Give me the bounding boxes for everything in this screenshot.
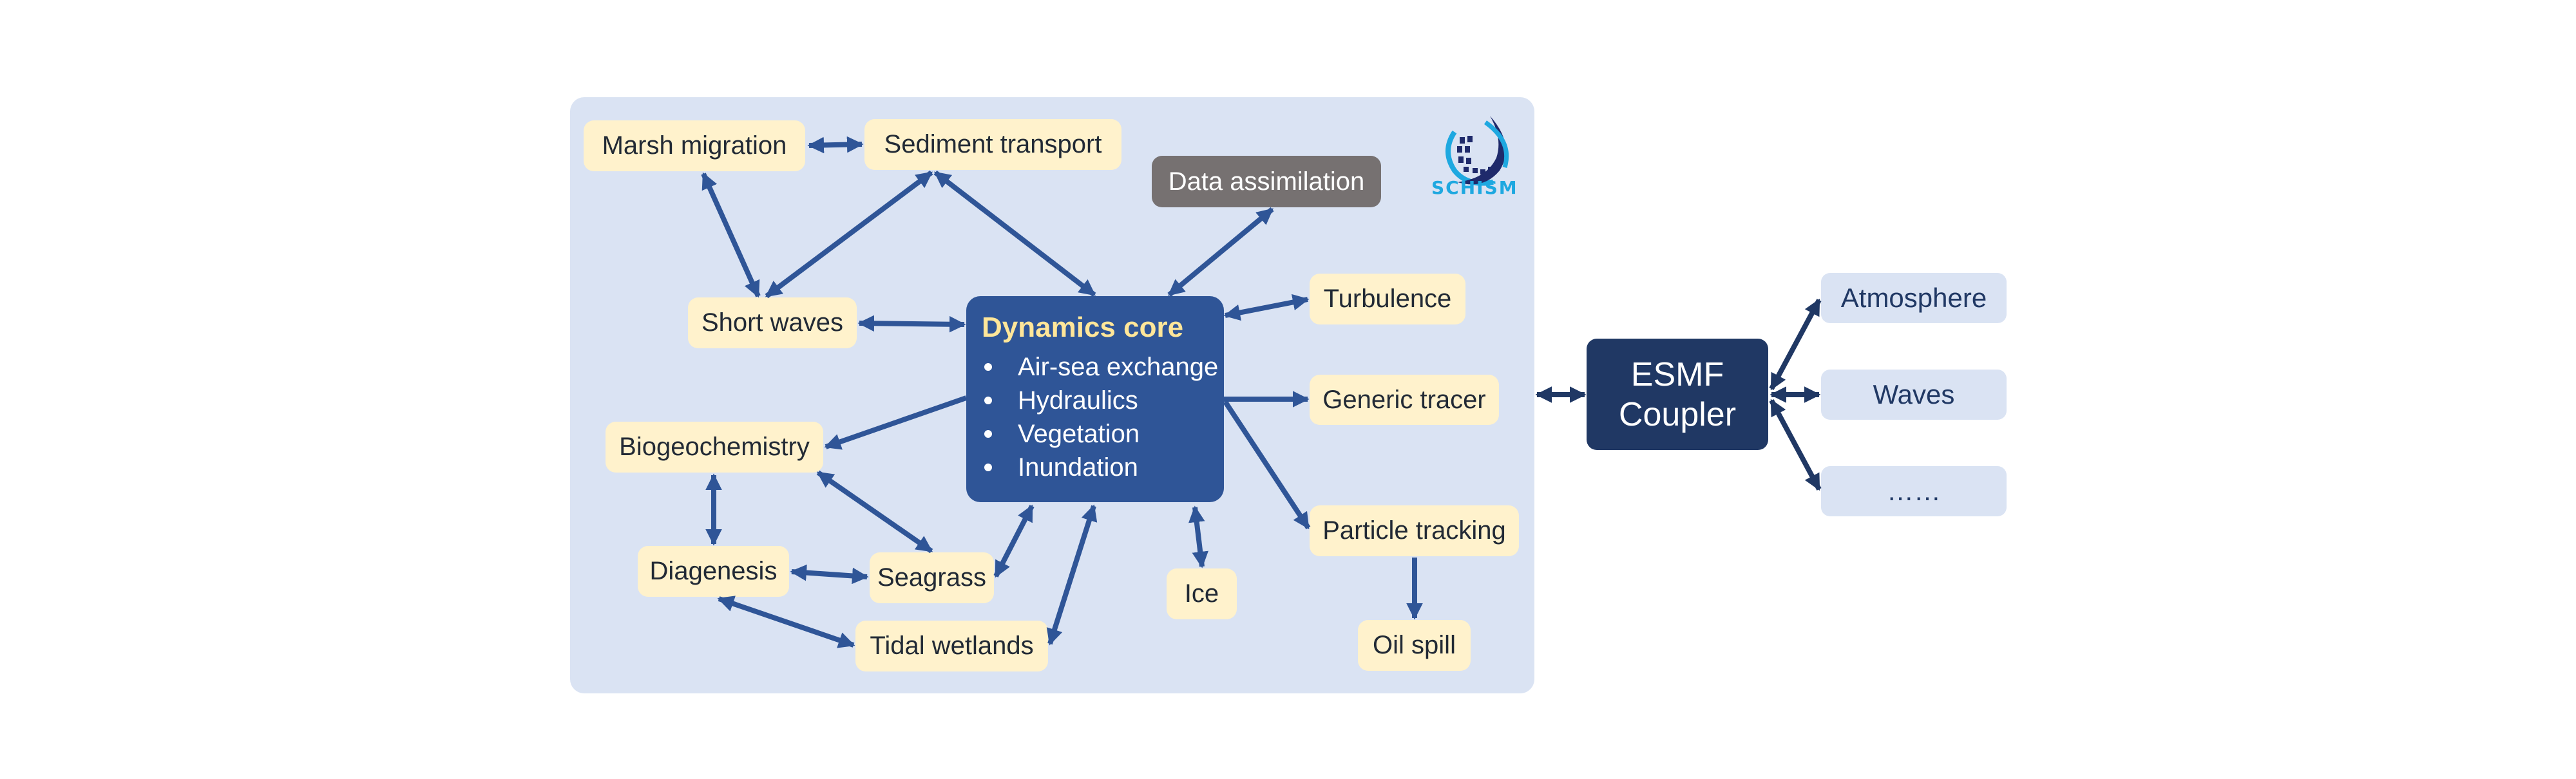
module-label: Diagenesis xyxy=(649,557,778,585)
external-label: …… xyxy=(1887,476,1941,506)
module-marsh-migration[interactable]: Marsh migration xyxy=(584,120,805,171)
arrow-seagrass-core xyxy=(993,504,1035,578)
external-more[interactable]: …… xyxy=(1821,466,2007,516)
esmf-coupler-line2: Coupler xyxy=(1618,395,1737,433)
module-biogeochemistry[interactable]: Biogeochemistry xyxy=(606,422,823,473)
core-item-label: Inundation xyxy=(1018,453,1138,482)
external-waves[interactable]: Waves xyxy=(1821,370,2007,420)
bullet-icon xyxy=(984,430,992,438)
arrow-esmf-atmosphere xyxy=(1769,298,1822,391)
arrow-core-biogeochemistry xyxy=(824,395,968,450)
esmf-coupler[interactable]: ESMF Coupler xyxy=(1587,339,1768,450)
module-label: Sediment transport xyxy=(884,130,1102,158)
esmf-coupler-line1: ESMF xyxy=(1630,355,1724,393)
bullet-icon xyxy=(984,363,992,371)
arrow-marsh-sediment xyxy=(807,136,864,154)
dynamics-core-list: Air-sea exchange Hydraulics Vegetation I… xyxy=(982,350,1224,484)
core-item: Vegetation xyxy=(982,417,1224,451)
module-label: Marsh migration xyxy=(602,131,787,160)
module-label: Turbulence xyxy=(1323,285,1452,313)
arrow-tidal-core xyxy=(1046,504,1098,646)
arrow-biogeo-seagrass xyxy=(816,470,933,554)
module-data-assimilation[interactable]: Data assimilation xyxy=(1152,156,1381,207)
arrow-diagenesis-seagrass xyxy=(790,564,869,585)
module-label: Data assimilation xyxy=(1168,167,1365,196)
arrow-esmf-more xyxy=(1769,399,1822,491)
module-label: Particle tracking xyxy=(1322,516,1506,545)
core-item: Inundation xyxy=(982,451,1224,484)
module-oil-spill[interactable]: Oil spill xyxy=(1358,620,1471,671)
arrow-marsh-shortwaves xyxy=(701,172,761,298)
arrow-diagenesis-tidal xyxy=(717,596,855,648)
module-short-waves[interactable]: Short waves xyxy=(688,297,857,348)
bullet-icon xyxy=(984,464,992,471)
bullet-icon xyxy=(984,397,992,404)
dynamics-core[interactable]: Dynamics core Air-sea exchange Hydraulic… xyxy=(966,296,1224,502)
module-tidal-wetlands[interactable]: Tidal wetlands xyxy=(855,621,1048,671)
module-label: Short waves xyxy=(701,308,844,337)
arrow-ice-core xyxy=(1188,505,1208,568)
core-item-label: Hydraulics xyxy=(1018,386,1138,415)
module-seagrass[interactable]: Seagrass xyxy=(870,552,994,603)
module-label: Seagrass xyxy=(877,563,986,592)
module-diagenesis[interactable]: Diagenesis xyxy=(638,546,789,597)
core-item-label: Vegetation xyxy=(1018,420,1140,448)
module-turbulence[interactable]: Turbulence xyxy=(1310,274,1465,324)
external-atmosphere[interactable]: Atmosphere xyxy=(1821,273,2007,323)
module-label: Generic tracer xyxy=(1322,385,1486,414)
schism-logo-text: SCHISM xyxy=(1431,177,1518,198)
core-item-label: Air-sea exchange xyxy=(1018,353,1219,381)
arrow-core-turbulence xyxy=(1223,294,1310,321)
schism-globe-icon xyxy=(1445,116,1509,186)
module-particle-tracking[interactable]: Particle tracking xyxy=(1310,505,1519,556)
external-label: Atmosphere xyxy=(1840,283,1987,313)
module-label: Ice xyxy=(1184,579,1219,608)
module-label: Oil spill xyxy=(1373,631,1456,659)
external-label: Waves xyxy=(1873,379,1955,409)
core-item: Hydraulics xyxy=(982,384,1224,417)
module-generic-tracer[interactable]: Generic tracer xyxy=(1310,375,1499,425)
arrow-shortwaves-core xyxy=(857,315,966,333)
module-sediment-transport[interactable]: Sediment transport xyxy=(864,119,1121,170)
arrow-shortwaves-sediment xyxy=(765,170,933,299)
arrow-core-particletracking xyxy=(1223,400,1311,530)
arrow-sediment-core xyxy=(933,170,1096,297)
module-ice[interactable]: Ice xyxy=(1167,568,1237,619)
dynamics-core-title: Dynamics core xyxy=(982,312,1184,343)
module-label: Tidal wetlands xyxy=(870,632,1034,660)
core-item: Air-sea exchange xyxy=(982,350,1224,384)
arrow-dataassim-core xyxy=(1167,207,1274,297)
module-label: Biogeochemistry xyxy=(619,433,810,461)
